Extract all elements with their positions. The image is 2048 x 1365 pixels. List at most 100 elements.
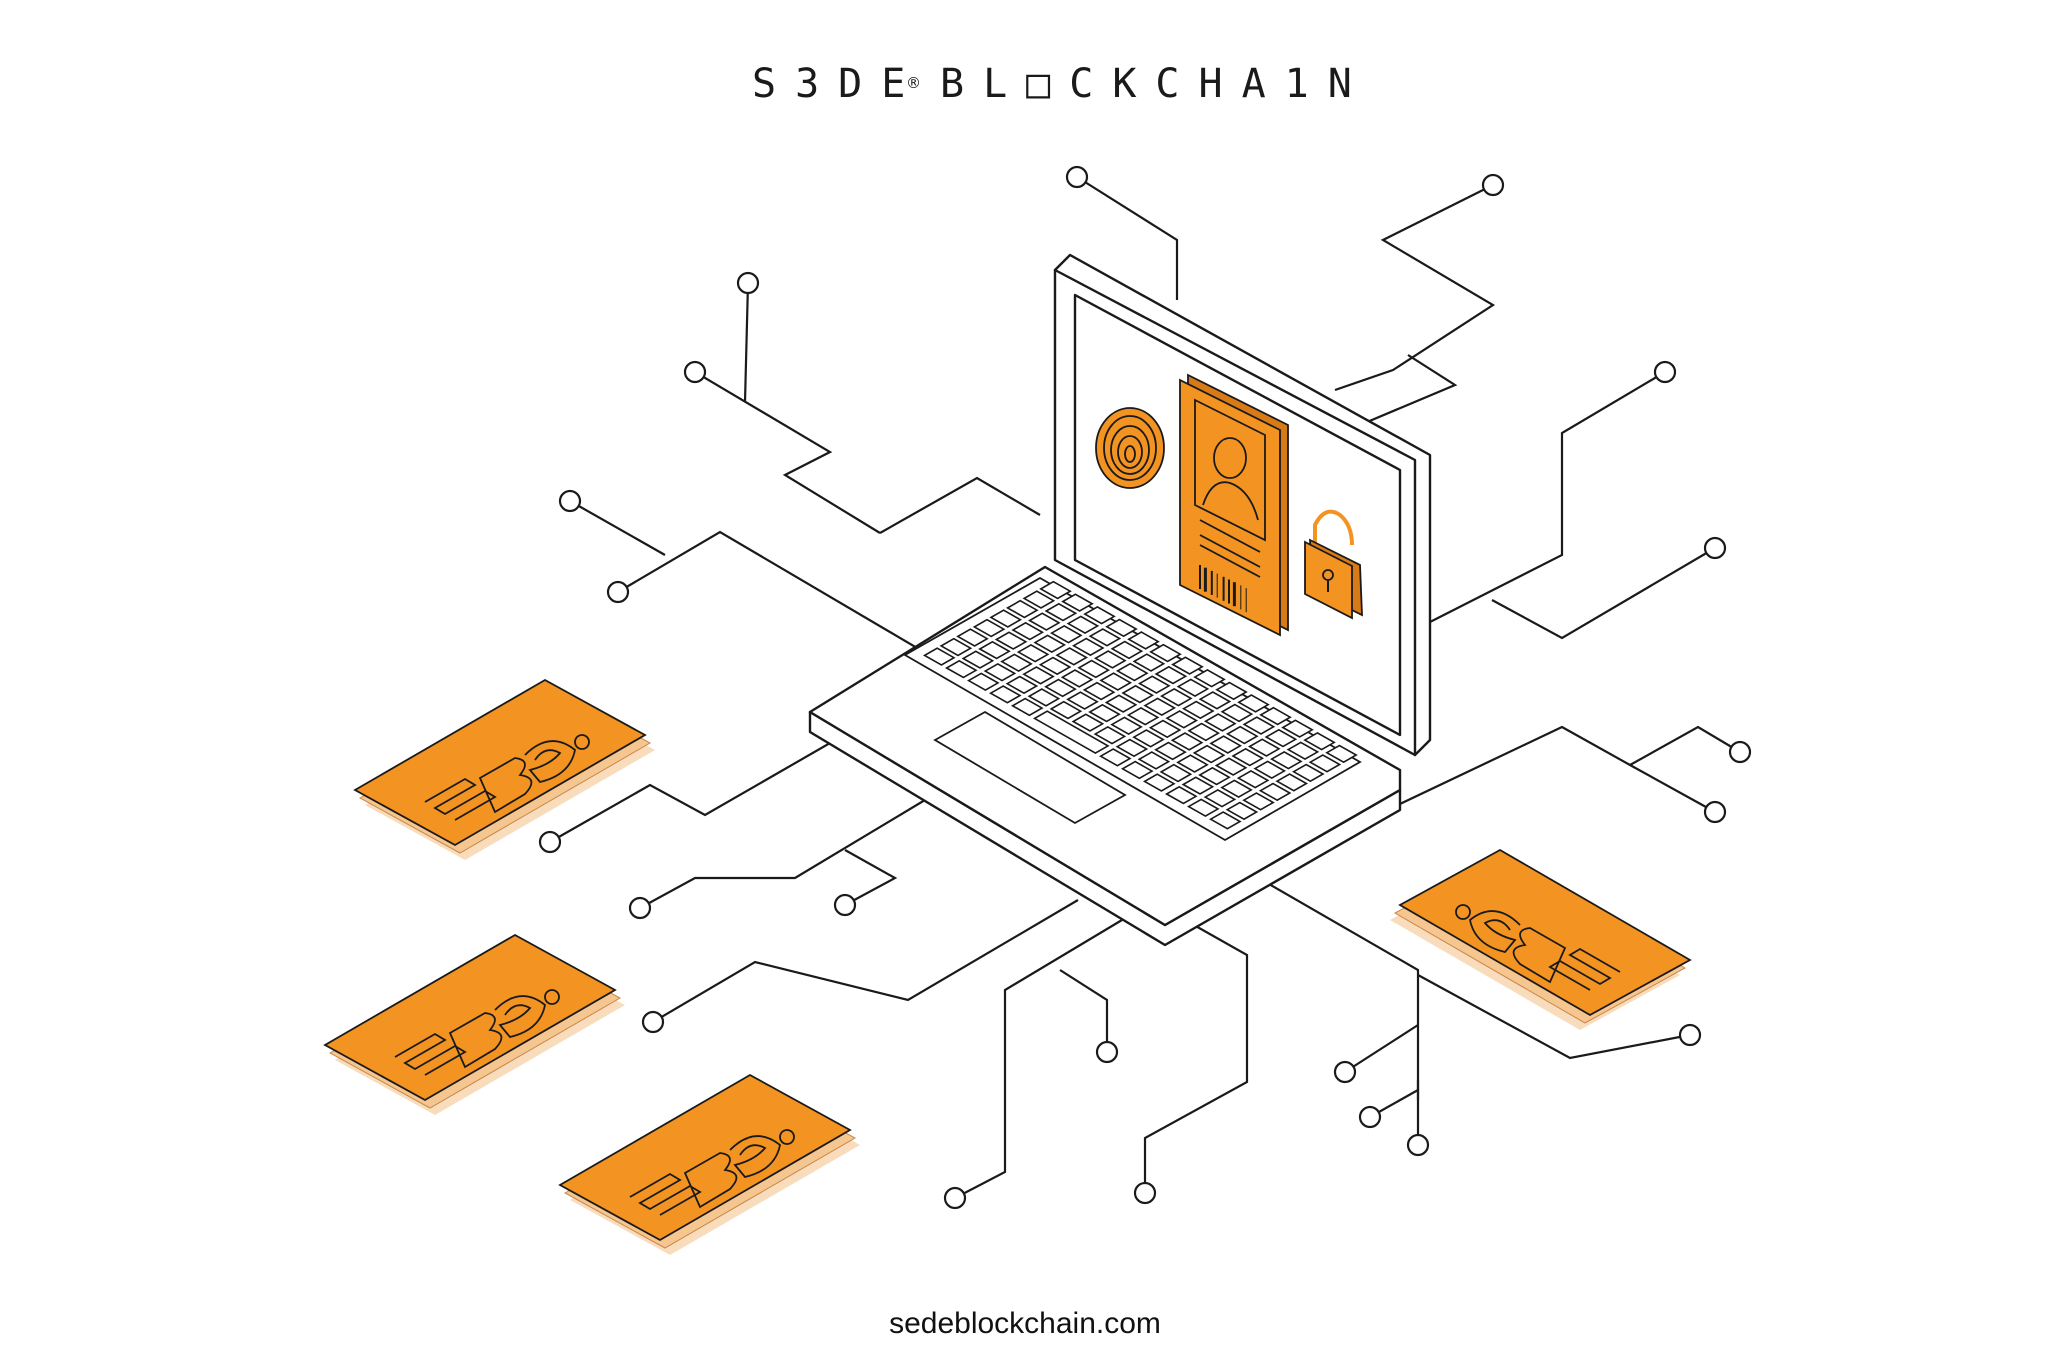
keyboard-key — [1016, 643, 1050, 663]
circuit-trace — [652, 899, 1079, 1023]
keyboard-key — [1126, 706, 1160, 726]
circuit-trace — [1076, 176, 1179, 300]
keyboard-key — [1115, 738, 1149, 758]
keyboard-key — [944, 659, 978, 679]
keyboard-key — [939, 637, 973, 657]
keyboard-key — [1303, 731, 1336, 751]
keyboard-key — [1142, 773, 1176, 792]
fingerprint-icon — [1095, 407, 1165, 489]
circuit-node — [1653, 360, 1677, 384]
keyboard-key — [1093, 650, 1127, 669]
circuit-node — [1333, 1060, 1357, 1084]
circuit-node — [943, 1186, 967, 1210]
keyboard-key — [961, 650, 995, 669]
brand-logo-left: S3DE — [752, 61, 924, 107]
keyboard-key — [1093, 725, 1127, 745]
keyboard-key — [978, 640, 1011, 660]
keyboard-key — [1066, 615, 1100, 635]
circuit-node — [1481, 173, 1505, 197]
keyboard-key — [1214, 757, 1248, 776]
keyboard-key — [1132, 729, 1165, 748]
circuit-node — [1358, 1105, 1382, 1129]
keyboard-key — [1181, 700, 1215, 720]
keyboard-key — [1061, 593, 1094, 612]
keyboard-key — [1242, 792, 1275, 811]
sede-card-left-middle — [324, 934, 626, 1116]
keyboard-key — [1099, 672, 1133, 691]
keyboard-key — [1088, 628, 1122, 647]
circuit-trace — [569, 500, 666, 556]
keyboard-key — [1071, 713, 1105, 732]
keyboard-key — [1022, 666, 1055, 685]
keyboard-key — [1220, 703, 1254, 723]
keyboard-key — [1198, 691, 1232, 710]
keyboard-key — [1253, 760, 1287, 780]
circuit-node — [1728, 740, 1752, 764]
keyboard-key — [1264, 728, 1298, 748]
circuit-trace — [1334, 184, 1496, 392]
keyboard-key — [1033, 634, 1067, 654]
circuit-trace — [1143, 919, 1249, 1193]
circuit-trace — [1261, 879, 1420, 1100]
keyboard-key — [1231, 747, 1265, 767]
keyboard-key — [966, 672, 1000, 692]
registered-mark: ® — [906, 74, 921, 92]
keyboard-key — [1154, 741, 1187, 761]
keyboard-key — [1176, 678, 1210, 698]
keyboard-key — [988, 685, 1022, 704]
keyboard-key — [1039, 580, 1072, 600]
spacebar-key — [1032, 710, 1110, 755]
circuit-trace — [549, 719, 871, 843]
keyboard-key — [1049, 624, 1083, 644]
keyboard-key — [1203, 788, 1237, 808]
keyboard-key — [1005, 675, 1039, 695]
circuit-trace — [954, 919, 1123, 1199]
keyboard-key — [1225, 801, 1259, 821]
circuit-wires — [549, 176, 1741, 1199]
keyboard-key — [1291, 763, 1325, 783]
keyboard-key — [1055, 647, 1089, 666]
keyboard-key — [1259, 706, 1292, 726]
keyboard-key — [1110, 716, 1143, 736]
keyboard-key — [989, 609, 1023, 628]
keyboard-key — [1088, 703, 1121, 723]
keyboard-key — [1010, 697, 1044, 717]
circuit-node — [538, 830, 562, 854]
circuit-trace — [639, 799, 926, 909]
website-url[interactable]: sedeblockchain.com — [889, 1307, 1161, 1340]
keyboard-key — [1137, 751, 1171, 770]
circuit-trace — [1359, 354, 1458, 427]
keyboard-key — [1082, 681, 1116, 701]
keyboard-key — [1110, 640, 1144, 660]
keyboard-key — [1044, 678, 1077, 698]
keyboard-key — [1098, 748, 1132, 767]
keyboard-key — [1159, 763, 1193, 783]
keyboard-key — [1154, 665, 1188, 685]
circuit-trace — [879, 476, 1041, 534]
keyboard-key — [1049, 700, 1083, 720]
keyboard-key — [1209, 735, 1243, 754]
keyboard-key — [1275, 773, 1309, 792]
circuit-trace — [1429, 371, 1666, 623]
keyboard-key — [1308, 754, 1342, 773]
circuit-trace — [1344, 1024, 1419, 1073]
circuit-nodes — [538, 165, 1752, 1210]
keyboard-key — [1242, 716, 1276, 735]
keyboard-key — [1077, 659, 1111, 679]
keyboard-key — [1247, 738, 1281, 757]
keyboard-key — [1192, 744, 1226, 764]
keyboard-key — [1038, 656, 1072, 676]
circuit-trace — [844, 849, 898, 906]
keyboard-key — [1170, 732, 1204, 751]
padlock-icon — [1304, 509, 1363, 620]
keyboard-key — [1005, 599, 1039, 619]
keyboard-key — [1105, 618, 1138, 638]
keyboard-key — [1203, 713, 1237, 732]
keyboard-keys — [922, 580, 1358, 830]
keyboard-key — [1121, 684, 1155, 704]
trackpad — [933, 710, 1127, 825]
circuit-trace — [1059, 969, 1109, 1052]
circuit-node — [606, 580, 630, 604]
keyboard-key — [1237, 694, 1270, 713]
